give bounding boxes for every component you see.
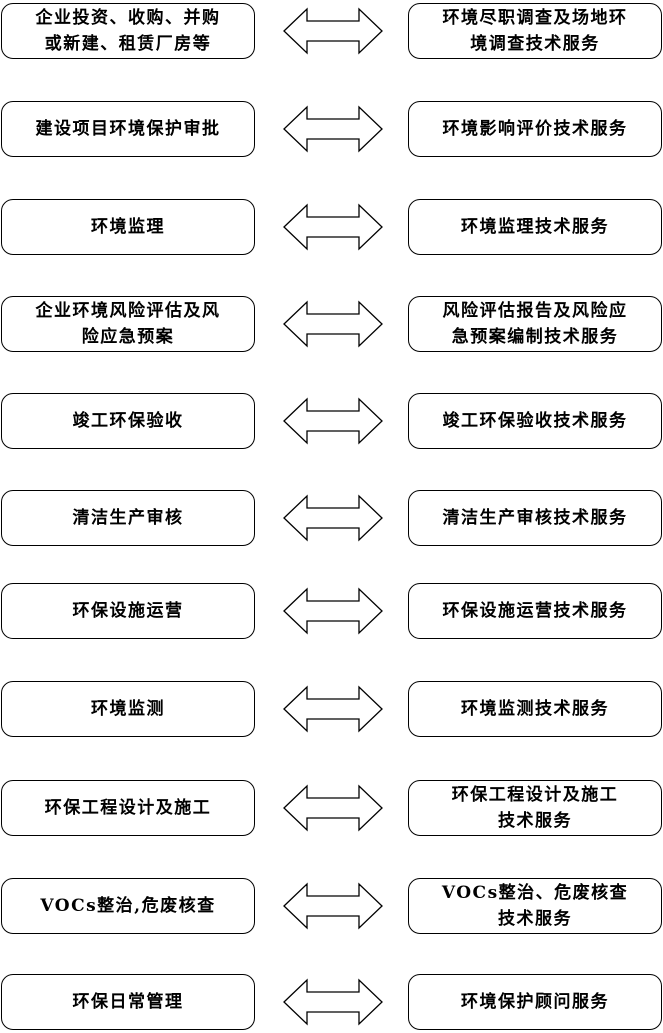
double-arrow-icon-3	[283, 300, 383, 348]
right-box-8: 环保工程设计及施工 技术服务	[408, 780, 662, 836]
right-box-5: 清洁生产审核技术服务	[408, 490, 662, 546]
row-3: 企业环境风险评估及风 险应急预案 风险评估报告及风险应 急预案编制技术服务	[0, 296, 663, 354]
double-arrow-icon-10	[283, 978, 383, 1026]
right-label-4: 竣工环保验收技术服务	[442, 411, 628, 431]
left-box-1: 建设项目环境保护审批	[1, 101, 255, 157]
right-label-5: 清洁生产审核技术服务	[442, 508, 628, 528]
left-label-3: 企业环境风险评估及风 险应急预案	[35, 301, 221, 347]
right-label-7: 环境监测技术服务	[461, 699, 609, 719]
left-label-6: 环保设施运营	[72, 601, 184, 621]
left-box-2: 环境监理	[1, 199, 255, 255]
row-9: VOCs整治,危废核查 VOCs整治、危废核查 技术服务	[0, 878, 663, 936]
left-label-2: 环境监理	[91, 217, 165, 237]
left-box-4: 竣工环保验收	[1, 393, 255, 449]
row-2: 环境监理 环境监理技术服务	[0, 199, 663, 257]
right-label-10: 环境保护顾问服务	[461, 992, 609, 1012]
left-box-6: 环保设施运营	[1, 583, 255, 639]
left-box-7: 环境监测	[1, 681, 255, 737]
right-label-1: 环境影响评价技术服务	[442, 119, 628, 139]
left-label-7: 环境监测	[91, 699, 165, 719]
double-arrow-icon-1	[283, 105, 383, 153]
row-1: 建设项目环境保护审批 环境影响评价技术服务	[0, 101, 663, 159]
row-4: 竣工环保验收 竣工环保验收技术服务	[0, 393, 663, 451]
row-7: 环境监测 环境监测技术服务	[0, 681, 663, 739]
right-label-3: 风险评估报告及风险应 急预案编制技术服务	[442, 301, 628, 347]
right-box-9: VOCs整治、危废核查 技术服务	[408, 878, 662, 934]
double-arrow-icon-8	[283, 784, 383, 832]
left-box-10: 环保日常管理	[1, 974, 255, 1030]
double-arrow-icon-0	[283, 7, 383, 55]
right-box-1: 环境影响评价技术服务	[408, 101, 662, 157]
left-label-8: 环保工程设计及施工	[44, 798, 212, 818]
left-box-8: 环保工程设计及施工	[1, 780, 255, 836]
double-arrow-icon-9	[283, 882, 383, 930]
right-box-4: 竣工环保验收技术服务	[408, 393, 662, 449]
left-label-5: 清洁生产审核	[72, 508, 184, 528]
right-label-6: 环保设施运营技术服务	[442, 601, 628, 621]
right-box-0: 环境尽职调查及场地环 境调查技术服务	[408, 3, 662, 59]
left-label-4: 竣工环保验收	[72, 411, 184, 431]
right-box-6: 环保设施运营技术服务	[408, 583, 662, 639]
left-box-9: VOCs整治,危废核查	[1, 878, 255, 934]
left-box-0: 企业投资、收购、并购 或新建、租赁厂房等	[1, 3, 255, 59]
left-label-9: VOCs整治,危废核查	[40, 896, 216, 916]
right-label-9: VOCs整治、危废核查 技术服务	[441, 883, 629, 929]
right-label-2: 环境监理技术服务	[461, 217, 609, 237]
right-label-0: 环境尽职调查及场地环 境调查技术服务	[442, 8, 628, 54]
row-0: 企业投资、收购、并购 或新建、租赁厂房等 环境尽职调查及场地环 境调查技术服务	[0, 3, 663, 61]
row-5: 清洁生产审核 清洁生产审核技术服务	[0, 490, 663, 548]
left-label-0: 企业投资、收购、并购 或新建、租赁厂房等	[35, 8, 221, 54]
left-label-1: 建设项目环境保护审批	[35, 119, 221, 139]
right-box-3: 风险评估报告及风险应 急预案编制技术服务	[408, 296, 662, 352]
double-arrow-icon-6	[283, 587, 383, 635]
double-arrow-icon-5	[283, 494, 383, 542]
left-box-5: 清洁生产审核	[1, 490, 255, 546]
right-box-7: 环境监测技术服务	[408, 681, 662, 737]
row-10: 环保日常管理 环境保护顾问服务	[0, 974, 663, 1032]
double-arrow-icon-2	[283, 203, 383, 251]
row-8: 环保工程设计及施工 环保工程设计及施工 技术服务	[0, 780, 663, 838]
double-arrow-icon-7	[283, 685, 383, 733]
double-arrow-icon-4	[283, 397, 383, 445]
right-label-8: 环保工程设计及施工 技术服务	[451, 785, 619, 831]
right-box-2: 环境监理技术服务	[408, 199, 662, 255]
row-6: 环保设施运营 环保设施运营技术服务	[0, 583, 663, 641]
left-label-10: 环保日常管理	[72, 992, 184, 1012]
left-box-3: 企业环境风险评估及风 险应急预案	[1, 296, 255, 352]
right-box-10: 环境保护顾问服务	[408, 974, 662, 1030]
